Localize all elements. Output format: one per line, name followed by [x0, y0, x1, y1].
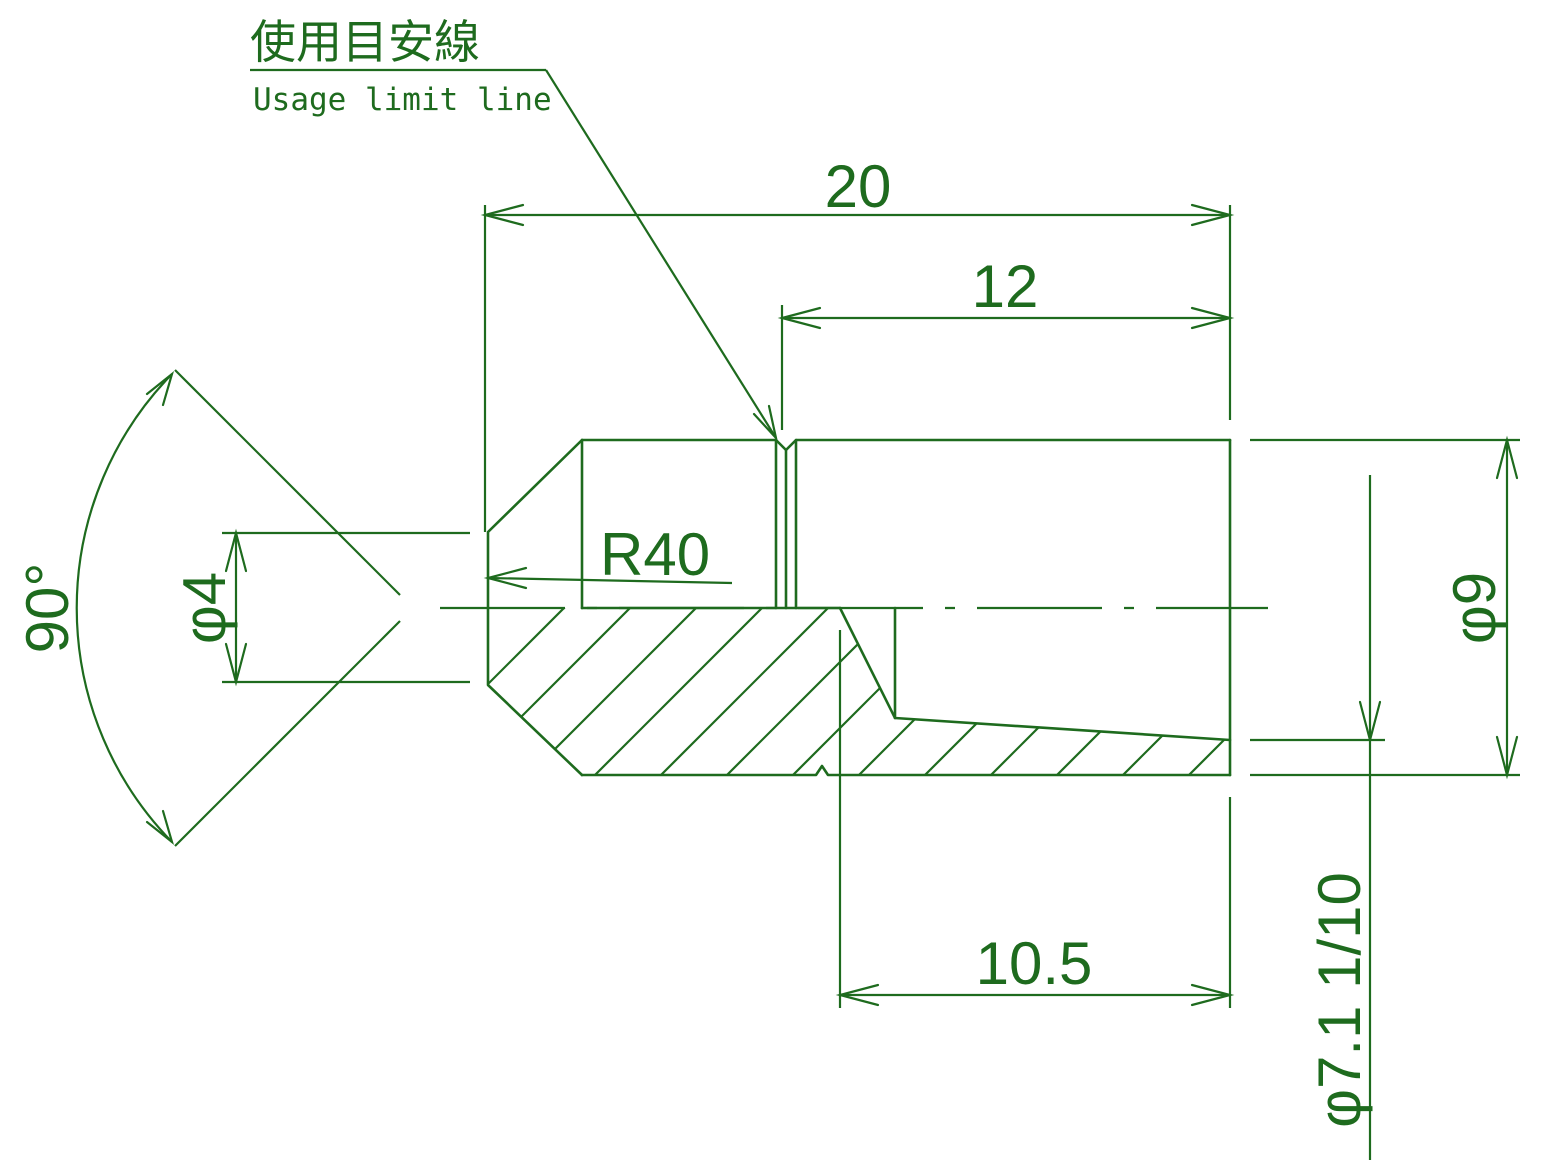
usage-limit-label-en: Usage limit line: [253, 82, 552, 118]
bore-taper-profile: [838, 606, 1232, 742]
dim-phi71-text: φ7.1 1/10: [1306, 872, 1373, 1128]
dim-taper-length: 10.5: [835, 630, 1235, 1008]
arrowhead: [835, 983, 880, 1007]
arrowhead: [1190, 306, 1235, 330]
section-hatching: [488, 608, 1230, 775]
dim-10-5-text: 10.5: [976, 930, 1093, 997]
dim-phi4-text: φ4: [171, 572, 238, 644]
angle-arc: [75, 373, 173, 843]
outline-top-edge: [580, 438, 1232, 452]
usage-limit-callout: 使用目安線 Usage limit line: [250, 15, 778, 442]
usage-limit-label-ja: 使用目安線: [250, 15, 480, 69]
callout-arrowhead: [752, 404, 778, 442]
arrowhead: [1495, 735, 1519, 780]
arrowhead: [145, 370, 175, 407]
dim-angle: 90°: [14, 369, 401, 847]
arrowhead: [777, 306, 822, 330]
outline-bottom-edge: [580, 764, 1232, 777]
arrowhead: [1495, 435, 1519, 480]
dim-outer-diameter: φ9: [1250, 435, 1520, 780]
dim-bore-length: 12: [777, 253, 1235, 430]
arrowhead: [480, 203, 525, 227]
dim-phi9-text: φ9: [1441, 572, 1508, 644]
arrowhead: [483, 566, 528, 590]
arrowhead: [224, 528, 248, 573]
dim-r40-text: R40: [600, 521, 710, 588]
radius-leader: [487, 576, 733, 585]
dim-90-text: 90°: [14, 563, 81, 654]
dim-20-text: 20: [825, 153, 892, 220]
arrowhead: [1358, 700, 1382, 745]
angle-extension-upper: [174, 369, 401, 596]
arrowhead: [1190, 203, 1235, 227]
dim-12-text: 12: [972, 253, 1039, 320]
angle-extension-lower: [174, 620, 401, 847]
dim-overall-length: 20: [480, 153, 1235, 532]
arrowhead: [145, 809, 175, 846]
dim-radius: R40: [483, 521, 733, 590]
arrowhead: [1190, 983, 1235, 1007]
dim-bore-diameter: φ7.1 1/10: [1250, 475, 1385, 1160]
callout-leader: [545, 69, 777, 439]
dim-tip-diameter: φ4: [171, 528, 470, 687]
arrowhead: [224, 642, 248, 687]
